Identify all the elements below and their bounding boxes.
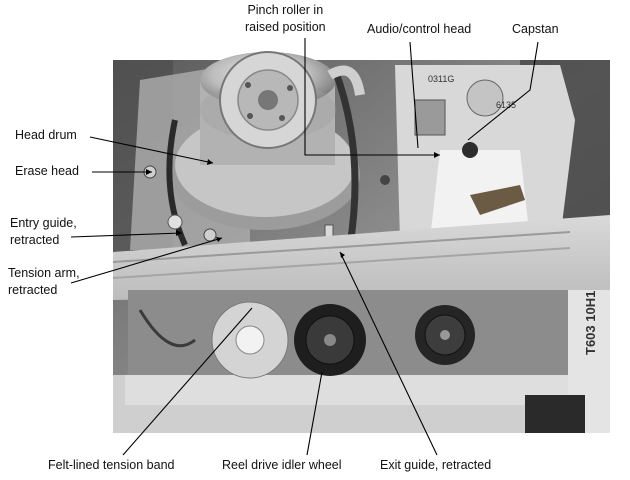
cassette-tray [112, 215, 610, 433]
leader-capstan [467, 41, 539, 141]
label-capstan: Capstan [512, 22, 559, 36]
leader-felt-band [122, 307, 253, 456]
label-exit-guide: Exit guide, retracted [380, 458, 492, 472]
label-tension-arm-line2: retracted [8, 283, 58, 297]
label-reel-drive-idler-wheel: Reel drive idler wheel [222, 458, 342, 472]
leader-audio-control-head [409, 41, 419, 149]
supply-reel [211, 301, 289, 379]
leader-reel-idler [306, 371, 323, 456]
label-felt-lined-tension-band: Felt-lined tension band [48, 458, 175, 472]
label-entry-guide-line2: retracted [10, 233, 60, 247]
label-head-drum: Head drum [15, 128, 77, 142]
head-drum [170, 51, 360, 230]
leader-lines [70, 38, 539, 456]
label-pinch-roller-line1: Pinch roller in [247, 3, 324, 17]
cassette-code: T603 10H1 [583, 291, 598, 355]
label-entry-guide-line1: Entry guide, [10, 216, 77, 230]
label-pinch-roller-line2: raised position [245, 20, 326, 34]
leader-pinch-roller [304, 38, 440, 156]
part-code-1: 0311G [428, 74, 454, 84]
leader-entry-guide [70, 232, 183, 238]
leader-tension-arm [70, 237, 223, 284]
label-pinch-roller: Pinch roller in raised position [245, 2, 326, 36]
reel-drive-idler-wheel [294, 304, 366, 376]
label-tension-arm-line1: Tension arm, [8, 266, 80, 280]
label-erase-head: Erase head [15, 164, 79, 178]
label-entry-guide: Entry guide, retracted [10, 215, 77, 249]
takeup-reel [415, 305, 475, 365]
label-tension-arm: Tension arm, retracted [8, 265, 80, 299]
leader-exit-guide [339, 251, 438, 456]
leader-head-drum [89, 136, 214, 164]
label-audio-control-head: Audio/control head [367, 22, 472, 36]
part-code-2: 6135 [496, 100, 516, 110]
